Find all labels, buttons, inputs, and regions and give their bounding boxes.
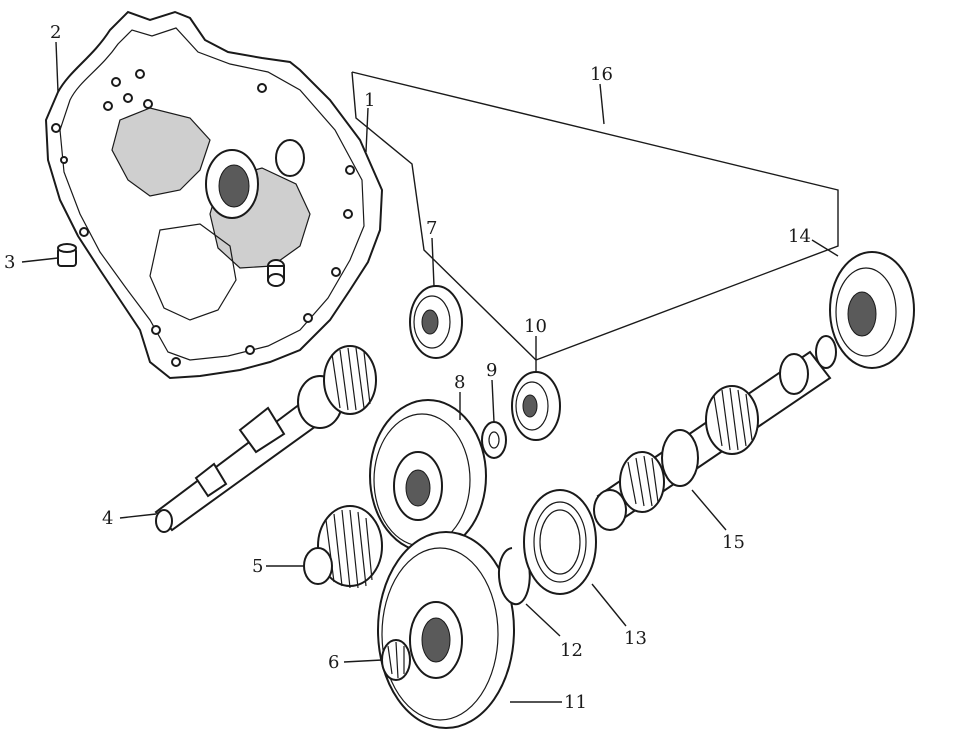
callout-2: 2 [50,22,61,43]
case-cover [44,10,384,380]
callout-12: 12 [560,640,583,661]
callout-8: 8 [454,372,465,393]
callout-6: 6 [328,652,339,673]
countershaft-pinion [303,505,383,589]
callout-4: 4 [102,508,113,529]
callout-5: 5 [252,556,263,577]
circlip [497,547,531,606]
callout-15: 15 [722,532,745,553]
callout-9: 9 [486,360,497,381]
final-gear [377,531,515,729]
callout-13: 13 [624,628,647,649]
final-shaft [593,335,837,531]
idler-gear [369,399,487,553]
callout-16: 16 [590,64,613,85]
callout-7: 7 [426,218,437,239]
bearing-left [409,285,463,359]
callout-10: 10 [524,316,547,337]
final-shaft-spline-left [619,451,665,513]
washer [481,421,507,459]
callout-3: 3 [4,252,15,273]
final-shaft-spline-right [705,385,759,455]
callout-1: 1 [364,90,375,111]
callout-11: 11 [564,692,587,713]
bearing-right [829,251,915,369]
leader-lines [21,41,839,703]
callout-14: 14 [788,226,811,247]
drive-gear-assembly [381,639,411,681]
oil-seal [523,489,597,595]
callout-labels: 1 2 3 4 5 6 7 8 9 10 11 12 13 14 15 16 [4,22,811,713]
drive-shaft-pinion [323,345,377,415]
drive-shaft [154,345,377,533]
dowel-pin [57,243,77,267]
bearing-small [511,371,561,441]
